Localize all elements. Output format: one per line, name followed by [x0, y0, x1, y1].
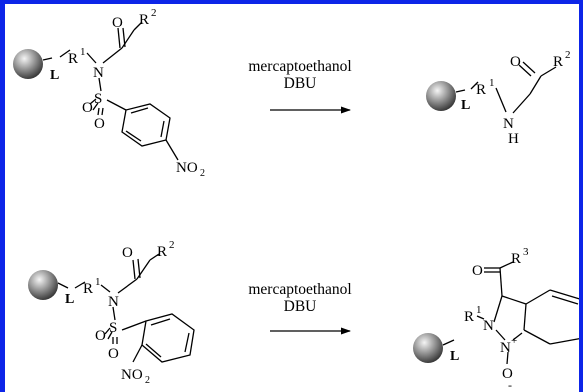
sulfur-label: S — [109, 320, 117, 336]
r2-label: R — [553, 54, 563, 70]
solid-support-bead-icon — [13, 49, 43, 79]
amine-nitrogen-label: N — [503, 116, 514, 132]
carbonyl-oxygen-label: O — [472, 263, 483, 279]
sulfonamide-nitrogen-label: N — [108, 294, 119, 310]
ring-nitrogen-2-label: N — [500, 340, 511, 356]
nitro-group-label: NO — [176, 160, 198, 176]
nitro-group-label: NO — [121, 367, 143, 383]
r1-superscript: 1 — [489, 77, 495, 89]
carbonyl-oxygen-label: O — [112, 15, 123, 31]
r2-label: R — [157, 244, 167, 260]
frame-right-border — [579, 0, 583, 392]
r2-label: R — [139, 12, 149, 28]
r2-superscript: 2 — [169, 239, 175, 251]
negative-charge-label: - — [508, 378, 512, 392]
sulfur-label: S — [94, 91, 102, 107]
linker-label: L — [450, 349, 459, 364]
reagent-label: mercaptoethanol — [248, 58, 352, 75]
r1-superscript: 1 — [95, 276, 101, 288]
carbonyl-oxygen-label: O — [510, 54, 521, 70]
base-label: DBU — [283, 75, 317, 92]
sulfonyl-oxygen-1-label: O — [95, 328, 106, 344]
r1-label: R — [83, 281, 93, 297]
sulfonyl-oxygen-2-label: O — [94, 116, 105, 132]
base-label: DBU — [283, 298, 317, 315]
linker-label: L — [50, 68, 59, 83]
nitro-subscript: 2 — [200, 168, 205, 179]
solid-support-bead-icon — [426, 81, 456, 111]
positive-charge-label: + — [511, 335, 517, 347]
r1-label: R — [68, 51, 78, 67]
amine-hydrogen-label: H — [508, 131, 519, 147]
r1-superscript: 1 — [476, 304, 482, 316]
solid-support-bead-icon — [413, 333, 443, 363]
r2-superscript: 2 — [151, 7, 157, 19]
solid-support-bead-icon — [28, 270, 58, 300]
ring-nitrogen-1-label: N — [483, 318, 494, 334]
r2-superscript: 2 — [565, 49, 571, 61]
sulfonyl-oxygen-1-label: O — [82, 100, 93, 116]
sulfonamide-nitrogen-label: N — [93, 65, 104, 81]
r1-label: R — [464, 309, 474, 325]
n-oxide-oxygen-label: O — [502, 366, 513, 382]
carbonyl-oxygen-label: O — [122, 245, 133, 261]
sulfonyl-oxygen-2-label: O — [108, 346, 119, 362]
linker-label: L — [461, 98, 470, 113]
r1-label: R — [476, 82, 486, 98]
linker-label: L — [65, 292, 74, 307]
r1-superscript: 1 — [80, 46, 86, 58]
reaction-2-conditions: mercaptoethanol DBU — [236, 281, 364, 315]
frame-left-border — [0, 0, 5, 392]
r3-superscript: 3 — [523, 246, 529, 258]
frame-top-border — [0, 0, 583, 4]
reagent-label: mercaptoethanol — [248, 281, 352, 298]
r3-label: R — [511, 251, 521, 267]
reaction-1-conditions: mercaptoethanol DBU — [236, 58, 364, 92]
nitro-subscript: 2 — [145, 375, 150, 386]
